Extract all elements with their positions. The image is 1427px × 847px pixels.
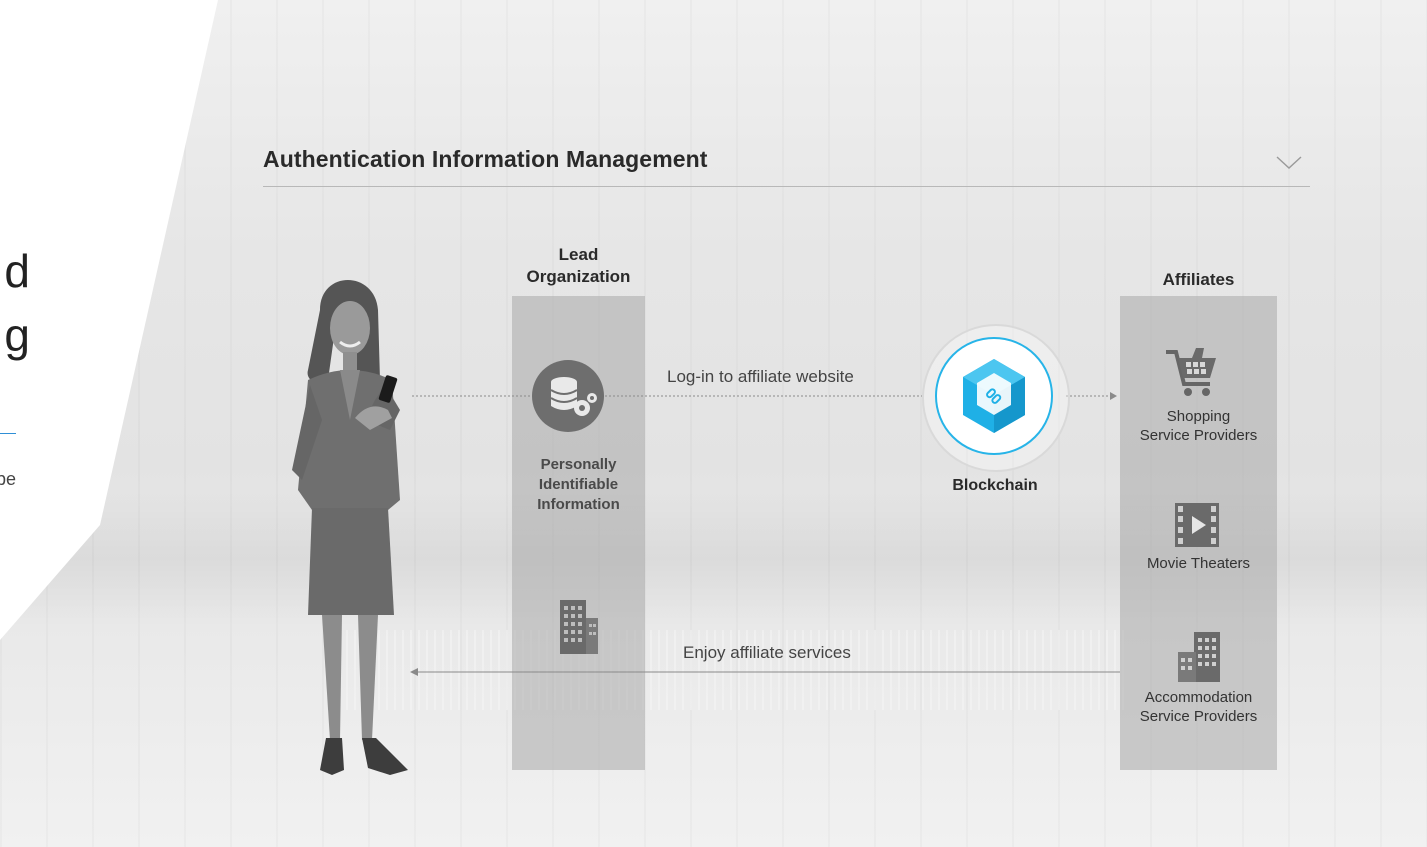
shopping-cart-icon (1164, 346, 1220, 400)
login-flow-label: Log-in to affiliate website (667, 367, 854, 386)
office-building-icon (556, 594, 600, 656)
affiliate-shopping-label: Shopping Service Providers (1139, 408, 1258, 444)
affiliates-label: Affiliates (1162, 270, 1235, 289)
left-description-snippet: be (0, 469, 17, 489)
left-heading-line-2: g (4, 309, 30, 361)
section-title: Authentication Information Management (263, 146, 708, 172)
left-accent-rule (0, 433, 16, 434)
enjoy-flow-label: Enjoy affiliate services (683, 643, 851, 662)
film-icon (1173, 501, 1221, 549)
lead-organization-label: Lead Organization (526, 245, 631, 286)
pii-label: Personally Identifiable Information (537, 456, 620, 513)
chevron-down-icon[interactable] (1274, 150, 1304, 174)
database-gear-icon (532, 360, 604, 432)
hotel-buildings-icon (1176, 630, 1222, 682)
affiliate-movie-label: Movie Theaters (1146, 555, 1251, 572)
title-divider (263, 186, 1310, 187)
left-heading-line-1: d (4, 245, 30, 297)
affiliate-accommodation-label: Accommodation Service Providers (1139, 689, 1258, 725)
blockchain-label: Blockchain (952, 477, 1038, 494)
woman-with-phone-illustration (280, 270, 420, 790)
background-railing (330, 630, 1130, 710)
blockchain-cube-icon (935, 337, 1053, 455)
